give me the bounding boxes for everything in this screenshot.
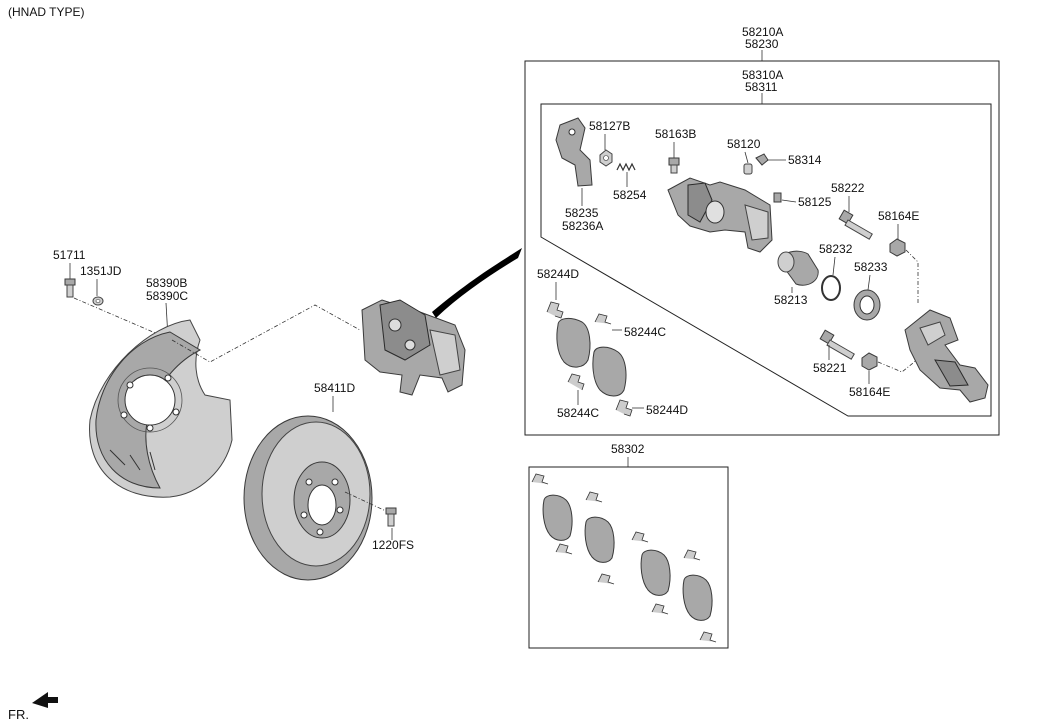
nut-icon bbox=[599, 149, 613, 167]
inner-frame bbox=[540, 103, 992, 417]
label-58221: 58221 bbox=[813, 361, 847, 375]
label-58230: 58230 bbox=[745, 37, 779, 51]
bleeder-cap-icon bbox=[755, 153, 769, 166]
pad-kit-frame bbox=[528, 466, 729, 649]
label-58254: 58254 bbox=[613, 188, 647, 202]
piston-boot-icon bbox=[853, 289, 881, 321]
pad-clip-bottom-left-icon bbox=[567, 373, 585, 391]
front-arrow-icon bbox=[32, 692, 58, 708]
label-58244c-top: 58244C bbox=[624, 325, 666, 339]
label-58310a: 58310A bbox=[742, 68, 783, 82]
label-58314: 58314 bbox=[788, 153, 822, 167]
bleeder-screw-icon bbox=[668, 157, 680, 174]
guide-pin-upper-icon bbox=[838, 209, 873, 240]
label-51711: 51711 bbox=[53, 248, 86, 262]
disc-screw-icon bbox=[385, 507, 397, 527]
label-58163b: 58163B bbox=[655, 127, 696, 141]
kit-pad-4-icon bbox=[682, 574, 713, 621]
label-58164e-bottom: 58164E bbox=[849, 385, 890, 399]
pads-and-clips-group: 58244D 58244C 58244C 58244D bbox=[537, 267, 688, 420]
pad-clip-top-left-icon bbox=[546, 301, 564, 319]
pad-clip-top-right-icon bbox=[594, 313, 612, 325]
label-58233: 58233 bbox=[854, 260, 888, 274]
outer-frame bbox=[524, 60, 1000, 436]
front-direction-indicator: FR. bbox=[8, 692, 58, 722]
label-58244d-top: 58244D bbox=[537, 267, 579, 281]
pad-clip-bottom-right-icon bbox=[615, 399, 633, 417]
pad-kit-group: 58302 bbox=[528, 442, 729, 649]
bracket-icon bbox=[555, 117, 593, 187]
kit-pad-1-icon bbox=[542, 494, 573, 541]
label-58302: 58302 bbox=[611, 442, 645, 456]
label-58222: 58222 bbox=[831, 181, 865, 195]
kit-clips-icon bbox=[531, 473, 717, 643]
label-58236a: 58236A bbox=[562, 219, 603, 233]
piston-seal-icon bbox=[821, 275, 841, 301]
label-58164e-top: 58164E bbox=[878, 209, 919, 223]
kit-pad-2-icon bbox=[584, 516, 615, 563]
label-58244c-bottom: 58244C bbox=[557, 406, 599, 420]
label-58244d-bottom: 58244D bbox=[646, 403, 688, 417]
label-58390b: 58390B bbox=[146, 276, 187, 290]
label-58232: 58232 bbox=[819, 242, 853, 256]
brake-pad-outer-icon bbox=[592, 346, 627, 397]
bleeder-icon bbox=[773, 192, 782, 203]
caliper-carrier-icon bbox=[904, 309, 989, 403]
hub-bolt-group: 51711 1351JD bbox=[53, 248, 161, 336]
dust-cap-icon bbox=[743, 163, 753, 175]
callout-wedge bbox=[432, 248, 522, 318]
boot-lower-icon bbox=[861, 352, 878, 371]
brake-pad-inner-icon bbox=[556, 317, 591, 368]
front-label: FR. bbox=[8, 707, 29, 722]
brake-disc-icon bbox=[243, 415, 373, 581]
hub-bolt-icon bbox=[64, 278, 76, 298]
type-label: (HNAD TYPE) bbox=[8, 5, 84, 19]
kit-pad-3-icon bbox=[640, 549, 671, 596]
label-58125: 58125 bbox=[798, 195, 832, 209]
label-58411d: 58411D bbox=[314, 381, 355, 395]
assembled-caliper-icon bbox=[361, 299, 466, 396]
dust-shield-icon bbox=[89, 319, 233, 498]
washer-icon bbox=[92, 296, 104, 306]
piston-icon bbox=[777, 250, 819, 286]
label-58235: 58235 bbox=[565, 206, 599, 220]
label-58390c: 58390C bbox=[146, 289, 188, 303]
guide-pin-lower-icon bbox=[819, 329, 855, 360]
dust-shield-group: 58390B 58390C bbox=[89, 276, 361, 498]
label-58213: 58213 bbox=[774, 293, 808, 307]
label-1351jd: 1351JD bbox=[80, 264, 122, 278]
label-1220fs: 1220FS bbox=[372, 538, 414, 552]
label-58127b: 58127B bbox=[589, 119, 630, 133]
label-58311: 58311 bbox=[745, 80, 778, 94]
boot-upper-icon bbox=[889, 238, 906, 257]
label-58120: 58120 bbox=[727, 137, 761, 151]
caliper-housing-icon bbox=[667, 177, 773, 253]
caliper-assembly-frame: 58210A 58230 58310A 58311 bbox=[524, 25, 1000, 436]
label-58210a: 58210A bbox=[742, 25, 783, 39]
caliper-parts-group: 58235 58236A 58127B 58254 58163B bbox=[555, 117, 989, 403]
brake-disc-group: 58411D 1220FS bbox=[243, 381, 414, 581]
spring-icon bbox=[616, 162, 636, 172]
